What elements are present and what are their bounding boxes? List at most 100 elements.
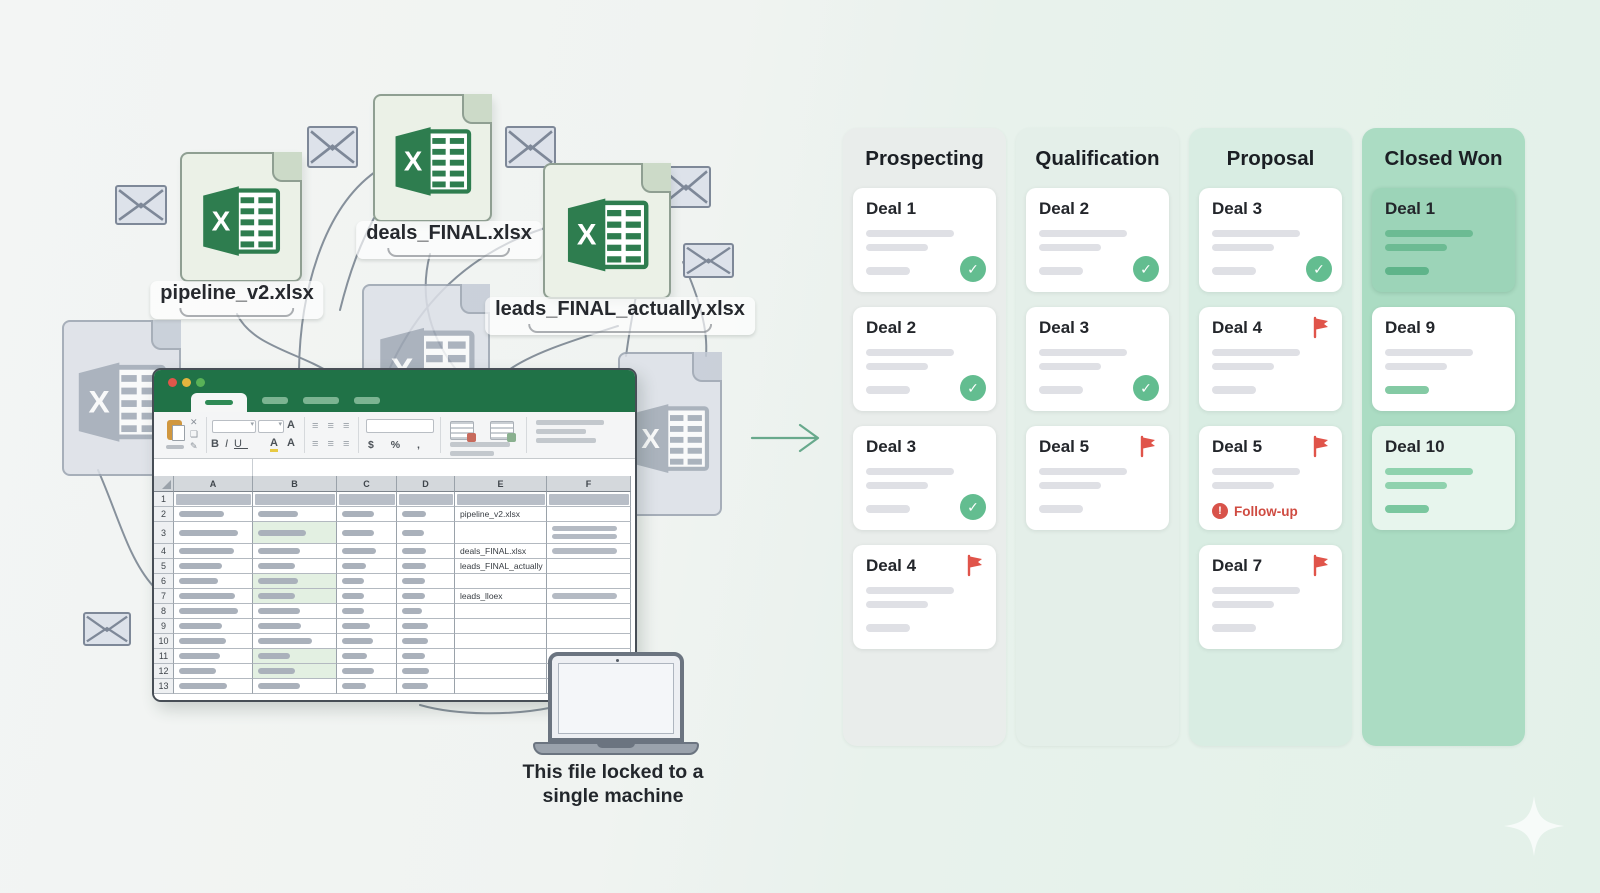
svg-text:X: X <box>212 205 231 236</box>
close-window-dot <box>168 378 177 387</box>
minimize-window-dot <box>182 378 191 387</box>
placeholder-bar <box>258 668 296 674</box>
placeholder-bar <box>179 608 239 614</box>
deal-title: Deal 10 <box>1385 437 1445 456</box>
sheet-cell <box>253 544 337 559</box>
placeholder-bar <box>866 349 954 356</box>
placeholder-bar <box>1212 587 1300 594</box>
placeholder-bar <box>258 563 296 569</box>
placeholder-bar <box>179 638 226 644</box>
column-header: F <box>547 476 631 492</box>
placeholder-bar <box>866 363 928 370</box>
sheet-cell <box>397 664 455 679</box>
sheet-cell <box>397 492 455 507</box>
sheet-cell <box>455 664 547 679</box>
column-header: B <box>253 476 337 492</box>
conditional-formatting-icon <box>450 421 476 442</box>
header-fill <box>398 493 453 505</box>
font-color-icon: A <box>287 437 295 449</box>
sheet-cell <box>547 619 631 634</box>
placeholder-bar <box>1212 624 1256 632</box>
sheet-cell <box>174 522 253 544</box>
check-icon: ✓ <box>960 256 986 282</box>
placeholder-bar <box>179 548 234 554</box>
sheet-row: 1 <box>154 492 635 507</box>
flag-icon <box>1311 554 1331 577</box>
sheet-cell <box>397 507 455 522</box>
placeholder-bar <box>866 601 928 608</box>
check-icon: ✓ <box>1306 256 1332 282</box>
excel-file-leads: X <box>543 163 671 299</box>
placeholder-bar <box>1385 482 1447 489</box>
placeholder-bar <box>866 624 910 632</box>
cell-text: leads_FINAL_actually <box>460 561 543 571</box>
email-envelope-icon <box>505 126 556 168</box>
email-envelope-icon <box>83 612 131 646</box>
laptop-base <box>533 742 699 755</box>
header-fill <box>254 493 335 505</box>
excel-window: ✕❏✎ A BIU A A ≡ ≡ ≡ ≡ ≡ ≡ $ % , ABCDEF12… <box>152 368 637 702</box>
placeholder-bar <box>342 653 367 659</box>
column-header: D <box>397 476 455 492</box>
header-fill <box>548 493 629 505</box>
cell-text: pipeline_v2.xlsx <box>460 509 521 519</box>
sheet-cell <box>337 559 397 574</box>
row-number: 12 <box>154 664 174 679</box>
placeholder-bar <box>1385 468 1473 475</box>
deal-card: Deal 10 <box>1372 426 1515 530</box>
sheet-cell <box>253 589 337 604</box>
deal-card: Deal 3✓ <box>853 426 996 530</box>
deal-card: Deal 3✓ <box>1026 307 1169 411</box>
folded-corner <box>151 320 181 350</box>
deal-card: Deal 7 <box>1199 545 1342 649</box>
row-number: 8 <box>154 604 174 619</box>
placeholder-bar <box>402 529 424 536</box>
file-label: deals_FINAL.xlsx <box>356 221 542 259</box>
sheet-cell <box>253 679 337 694</box>
caption-line-2: single machine <box>542 785 684 807</box>
placeholder-bar <box>402 548 426 554</box>
placeholder-bar <box>402 563 426 569</box>
row-number: 1 <box>154 492 174 507</box>
sheet-cell <box>455 649 547 664</box>
excel-ribbon: ✕❏✎ A BIU A A ≡ ≡ ≡ ≡ ≡ ≡ $ % , <box>154 412 635 459</box>
sheet-cell <box>174 619 253 634</box>
number-format-icons: $ % , <box>368 439 427 451</box>
cell-name-box <box>154 459 253 477</box>
sheet-cell <box>174 507 253 522</box>
sheet-cell <box>547 522 631 544</box>
deal-title: Deal 7 <box>1212 556 1263 575</box>
deal-card: Deal 9 <box>1372 307 1515 411</box>
sheet-cell <box>174 544 253 559</box>
deal-card: Deal 5!Follow-up <box>1199 426 1342 530</box>
placeholder-bar <box>1385 349 1473 356</box>
header-fill <box>456 493 545 505</box>
placeholder-bar <box>552 548 617 554</box>
placeholder-bar <box>866 505 910 513</box>
sheet-row: 5 leads_FINAL_actually <box>154 559 635 574</box>
row-number: 5 <box>154 559 174 574</box>
placeholder-bar <box>1212 349 1300 356</box>
excel-file-deals: X <box>373 94 492 222</box>
deal-title: Deal 1 <box>866 199 917 218</box>
placeholder-bar <box>342 623 371 629</box>
placeholder-bar <box>258 653 290 659</box>
sheet-cell <box>337 492 397 507</box>
header-fill <box>338 493 395 505</box>
flag-icon <box>1311 316 1331 339</box>
placeholder-bar <box>1039 468 1127 475</box>
placeholder-bar <box>1039 505 1083 513</box>
sheet-cell <box>397 574 455 589</box>
sheet-cell <box>253 492 337 507</box>
placeholder-bar <box>552 534 617 539</box>
placeholder-bar <box>402 578 425 584</box>
placeholder-bar <box>402 668 430 674</box>
caption-line-1: This file locked to a <box>522 761 704 783</box>
sheet-cell <box>337 544 397 559</box>
deal-card: Deal 3✓ <box>1199 188 1342 292</box>
sheet-cell <box>174 574 253 589</box>
column-header: A <box>174 476 253 492</box>
